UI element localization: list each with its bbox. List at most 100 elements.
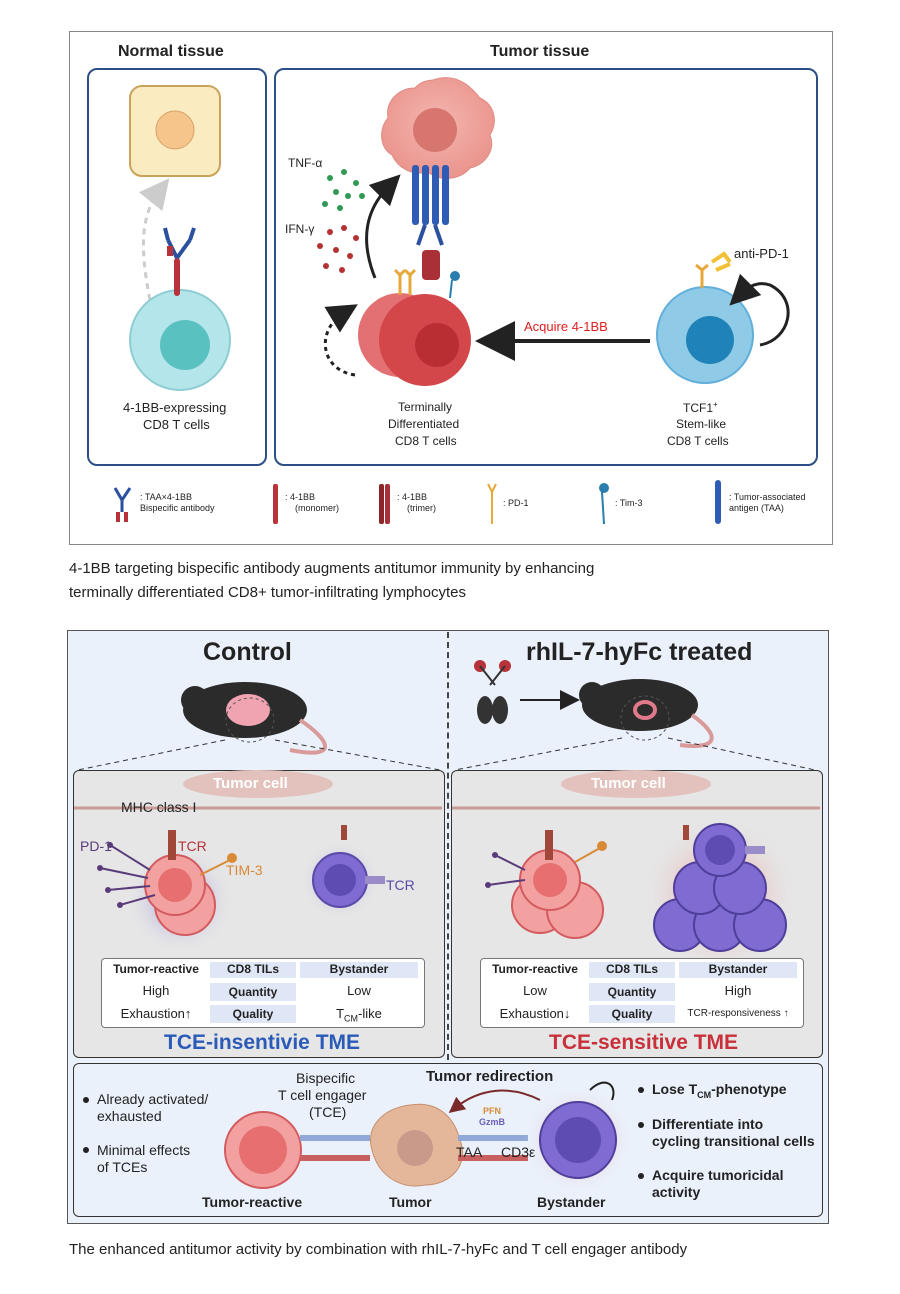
control-th-cd8: CD8 TILs [210,962,296,978]
self-renewal-dashed [323,304,358,377]
control-quality-label: Quality [210,1005,296,1023]
treated-mouse [579,679,714,748]
tcr-label: TCR [178,838,207,854]
control-th-bystander: Bystander [300,962,418,978]
tumor-cell-label-right: Tumor cell [591,775,666,792]
legend-3: : 4-1BB(trimer) [397,492,436,513]
pd1-label: PD-1 [80,838,112,854]
control-mouse [181,682,327,755]
terminal-label-3: CD8 T cells [395,434,457,448]
control-bystander-cell [300,825,385,920]
top-figure-frame [69,31,833,545]
normal-tissue-panel [87,68,267,466]
stem-like-t-cell [656,251,754,384]
tce-label-3: (TCE) [309,1104,347,1120]
treated-th-bystander: Bystander [679,962,797,978]
treated-title: rhIL-7-hyFc treated [526,638,753,666]
normal-tissue-title: Normal tissue [118,43,224,60]
terminal-t-cells [358,268,471,386]
gzmb-label: GzmB [479,1117,506,1127]
control-tumor-reactive-cells [97,830,237,955]
treated-quantity-tr: Low [523,983,547,998]
mechanism-graphics [83,1081,644,1195]
terminal-label-2: Differentiated [388,417,460,431]
mhc-label: MHC class I [121,799,197,815]
left-cell-label-1: 4-1BB-expressing [123,400,227,415]
tme-graphics [74,770,820,975]
left-bullet-2b: of TCEs [97,1159,148,1175]
tumor-tissue-title: Tumor tissue [490,43,590,60]
treated-quantity-by: High [724,983,752,998]
normal-epithelial-cell [129,85,221,177]
mice-graphics [77,660,816,771]
control-quality-by: TCM-like [336,1006,382,1024]
control-quantity-label: Quantity [210,983,296,1001]
treated-quality-by: TCR-responsiveness ↑ [687,1008,789,1019]
legend-5: : Tim-3 [615,498,643,508]
left-bullet-2a: Minimal effects [97,1142,191,1158]
stem-label-1: TCF1+ [683,400,718,415]
control-quantity-by: Low [347,983,371,998]
legend-4: : PD-1 [503,498,529,508]
tce-label-1: Bispecific [296,1070,356,1086]
left-cell-label-2: CD8 T cells [143,417,210,432]
treated-quality-label: Quality [589,1005,675,1023]
bystander-label: Bystander [537,1194,606,1210]
tnf-dots [322,169,365,211]
stem-label-3: CD8 T cells [667,434,729,448]
tnf-label: TNF-α [288,156,323,170]
il7-molecule [474,660,511,724]
gray-dashed-arrow [138,178,170,301]
right-bullet-3b: activity [652,1184,701,1200]
tce-label-2: T cell engager [278,1087,367,1103]
control-th-tumor-reactive: Tumor-reactive [113,962,199,976]
tcr-bystander-label: TCR [386,877,415,893]
control-table: Tumor-reactive CD8 TILs Bystander High Q… [101,958,425,1028]
left-bullet-1a: Already activated/ [97,1091,209,1107]
anti-pd1-label: anti-PD-1 [734,246,789,261]
right-bullet-1: Lose TCM-phenotype [652,1081,787,1100]
right-bullet-2b: cycling transitional cells [652,1133,815,1149]
tumor-cell-label-left: Tumor cell [213,775,288,792]
right-bullet-2a: Differentiate into [652,1116,764,1132]
treated-tumor-reactive-cells [485,830,607,939]
left-cd8-t-cell [129,227,231,391]
stem-label-2: Stem-like [676,417,727,431]
ifn-dots [317,225,359,273]
tumor-redirection-label: Tumor redirection [426,1068,554,1085]
tumor-cell-top [381,77,495,179]
tim3-label: TIM-3 [226,862,263,878]
bottom-caption: The enhanced antitumor activity by combi… [69,1241,688,1258]
treated-th-tumor-reactive: Tumor-reactive [492,962,578,976]
right-bullet-3a: Acquire tumoricidal [652,1167,784,1183]
black-curved-arrow [365,174,401,279]
control-quality-tr: Exhaustion↑ [120,1006,192,1021]
tumor-label: Tumor [389,1194,432,1210]
treated-quality-tr: Exhaustion↓ [499,1006,571,1021]
left-bullet-1b: exhausted [97,1108,162,1124]
tce-insensitive-label: TCE-insentivie TME [164,1031,361,1054]
top-caption-line-1: 4-1BB targeting bispecific antibody augm… [69,560,595,577]
center-divider [447,632,449,1060]
top-figure-graphics [113,77,790,525]
tce-sensitive-label: TCE-sensitive TME [549,1031,739,1054]
treated-bystander-cluster [640,815,800,975]
stem-self-arrow [729,273,790,347]
legend-2: : 4-1BB(monomer) [285,492,340,513]
treated-quantity-label: Quantity [589,983,675,1001]
control-title: Control [203,638,292,666]
cd3-label: CD3ε [501,1144,536,1160]
legend-icons [113,480,721,525]
acquire-label: Acquire 4-1BB [524,319,608,334]
control-quantity-tr: High [142,983,170,998]
pfn-label: PFN [483,1106,501,1116]
terminal-label-1: Terminally [398,400,453,414]
taa-antigens [412,165,449,225]
taa-label: TAA [456,1144,483,1160]
ifn-label: IFN-γ [285,222,315,236]
treated-table: Tumor-reactive CD8 TILs Bystander Low Qu… [480,958,804,1028]
treated-th-cd8: CD8 TILs [589,962,675,978]
tumor-reactive-label: Tumor-reactive [202,1194,303,1210]
